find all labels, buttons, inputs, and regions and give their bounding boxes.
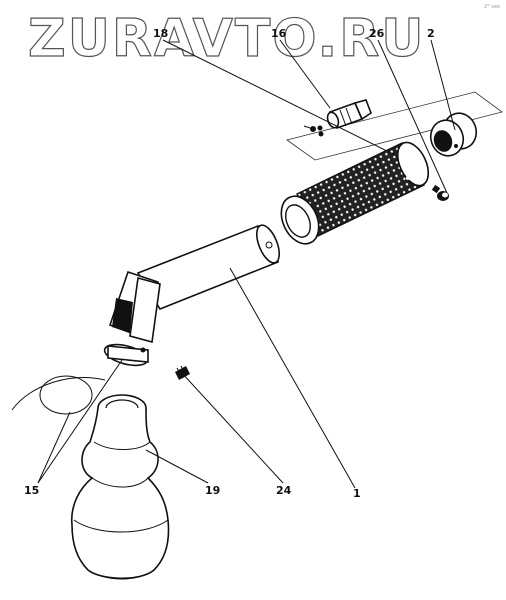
callout-2: 2 [427, 27, 435, 40]
part-26-screw [431, 184, 449, 201]
callout-15: 15 [24, 484, 39, 497]
part-16-adjuster [303, 99, 372, 137]
part-19-rubber-boot [70, 394, 170, 580]
callout-24: 24 [276, 484, 292, 497]
corner-note: 2° see [484, 4, 500, 10]
callout-26: 26 [369, 27, 385, 40]
part-15-ring [11, 375, 106, 415]
leader-lines [37, 39, 456, 489]
part-18-handle-grip [280, 141, 430, 245]
assembly-bracket [286, 91, 503, 161]
callout-19: 19 [205, 484, 220, 497]
callout-16: 16 [271, 27, 287, 40]
part-2-end-cap [429, 112, 478, 157]
callout-18: 18 [153, 27, 168, 40]
part-1-lever-base [103, 270, 161, 367]
callout-1: 1 [353, 487, 361, 500]
watermark-logo: ZURAVTO.RU [28, 9, 425, 69]
part-1-lever-tube [136, 224, 281, 310]
